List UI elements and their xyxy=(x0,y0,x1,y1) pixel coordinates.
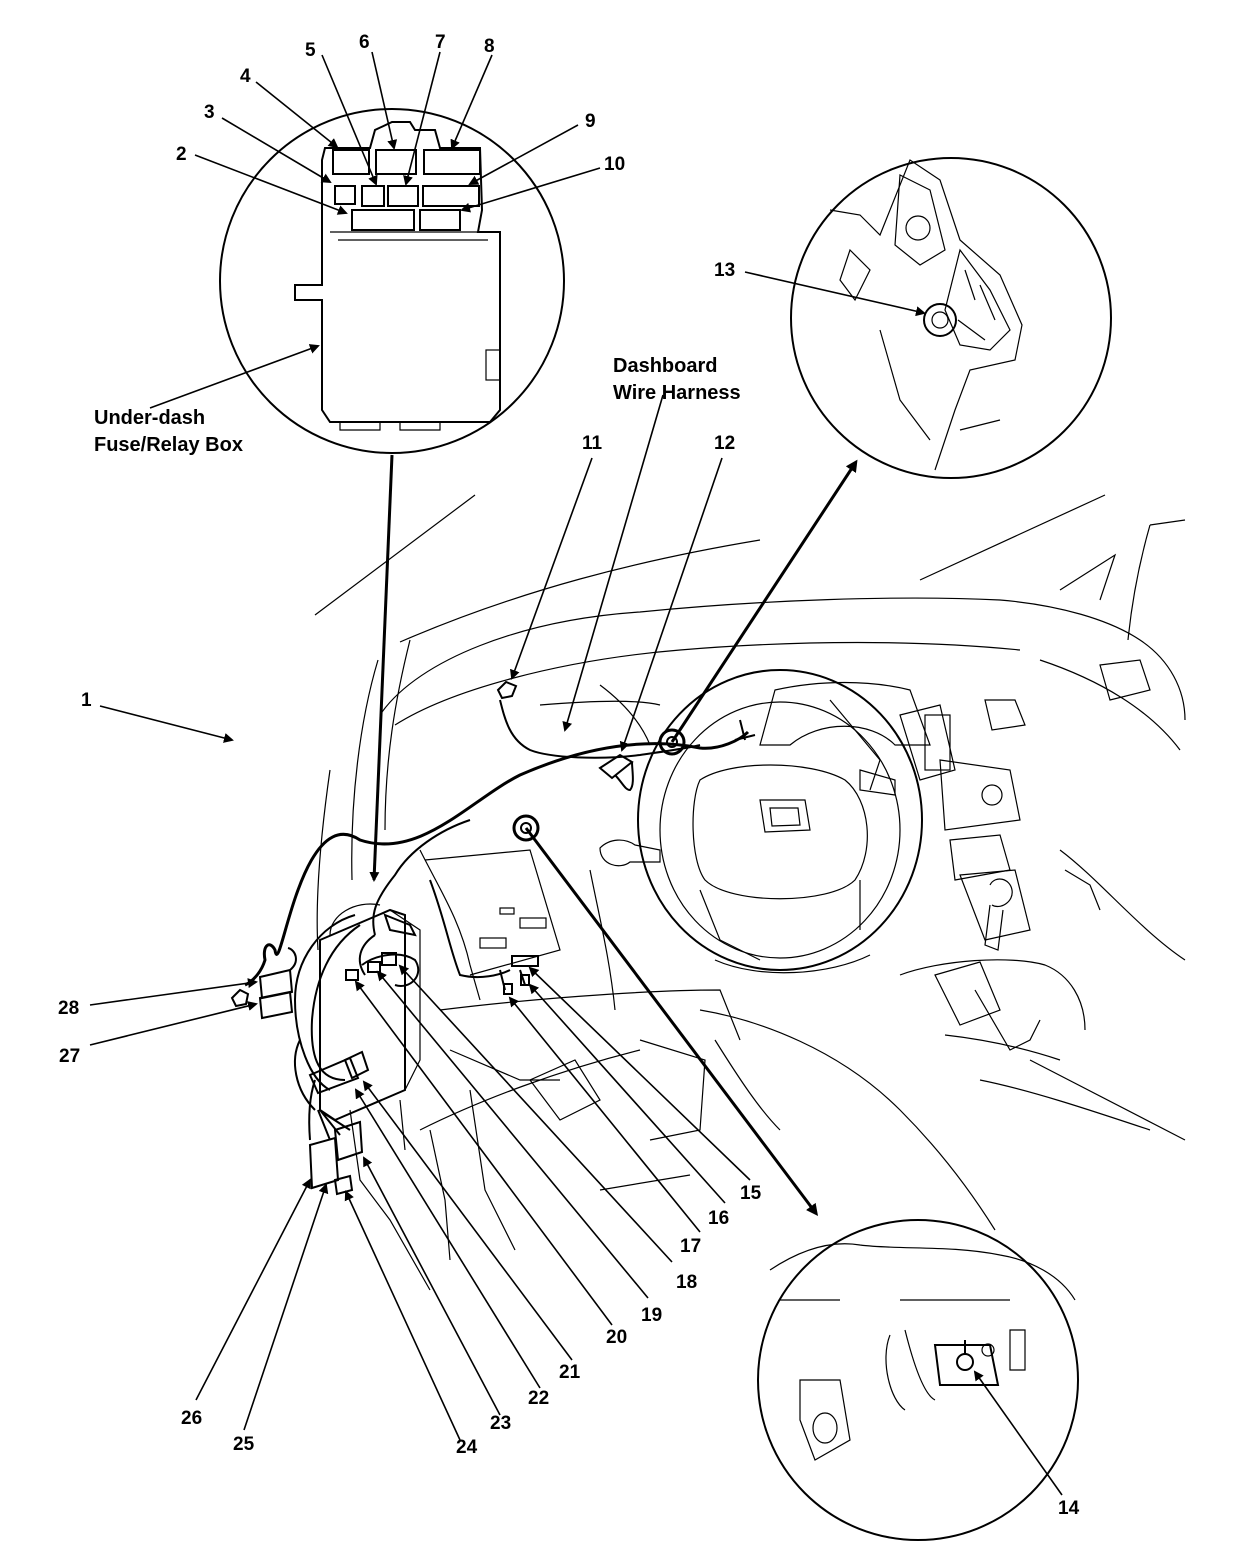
callout-8: 8 xyxy=(484,36,495,57)
callout-26: 26 xyxy=(181,1408,203,1429)
callout-23: 23 xyxy=(490,1413,512,1434)
callout-10: 10 xyxy=(604,154,626,175)
callout-7: 7 xyxy=(435,32,446,53)
fuse-box-leaders xyxy=(149,51,601,409)
ground-detail-circle-14 xyxy=(757,1219,1079,1541)
main-leaders xyxy=(89,394,751,1441)
callout-20: 20 xyxy=(606,1327,628,1348)
callout-22: 22 xyxy=(528,1388,550,1409)
fuse-box-caption-line2: Fuse/Relay Box xyxy=(94,434,243,456)
callout-27: 27 xyxy=(59,1046,81,1067)
callout-24: 24 xyxy=(456,1437,478,1458)
callout-14: 14 xyxy=(1058,1498,1080,1519)
callout-18: 18 xyxy=(676,1272,698,1293)
callout-19: 19 xyxy=(641,1305,663,1326)
callout-1: 1 xyxy=(81,690,92,711)
ground-detail-circle-13 xyxy=(744,157,1112,479)
callout-6: 6 xyxy=(359,32,370,53)
callout-15: 15 xyxy=(740,1183,762,1204)
callout-3: 3 xyxy=(204,102,215,123)
callout-17: 17 xyxy=(680,1236,702,1257)
callout-9: 9 xyxy=(585,111,596,132)
dashboard-illustration xyxy=(230,494,1186,1291)
callout-16: 16 xyxy=(708,1208,730,1229)
harness-caption-line2: Wire Harness xyxy=(613,382,741,404)
callout-12: 12 xyxy=(714,433,736,454)
callout-21: 21 xyxy=(559,1362,581,1383)
fuse-box-detail-circle xyxy=(219,108,565,454)
callout-11: 11 xyxy=(582,433,603,454)
fuse-box-caption-line1: Under-dash xyxy=(94,407,206,429)
callout-4: 4 xyxy=(240,66,251,87)
callout-25: 25 xyxy=(233,1434,255,1455)
callout-2: 2 xyxy=(176,144,187,165)
callout-5: 5 xyxy=(305,40,316,61)
callout-28: 28 xyxy=(58,998,80,1019)
harness-caption-line1: Dashboard xyxy=(613,355,718,377)
callout-13: 13 xyxy=(714,260,736,281)
